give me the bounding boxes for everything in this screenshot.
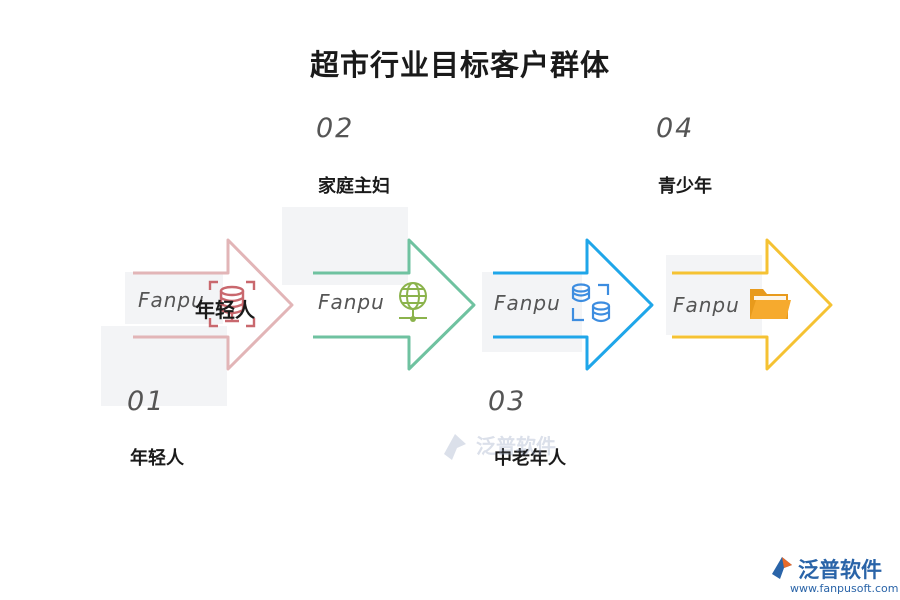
- fanpu-mark: Fanpu: [318, 290, 385, 314]
- step-number-04: 04: [656, 113, 695, 144]
- page-title: 超市行业目标客户群体: [309, 48, 610, 82]
- shade-block: [666, 255, 762, 335]
- arrow-01-shape: [133, 238, 294, 371]
- fanpu-mark: Fanpu: [138, 288, 205, 312]
- step-label-04: 青少年: [658, 176, 712, 197]
- step-label-02: 家庭主妇: [318, 176, 390, 197]
- step-number-01: 01: [127, 386, 166, 417]
- arrow-03-shape: [493, 238, 654, 371]
- globe-network-icon: [399, 282, 427, 322]
- fanpu-mark: Fanpu: [673, 293, 740, 317]
- overlay-label: 年轻人: [195, 298, 255, 322]
- arrow-04-shape: [672, 238, 833, 371]
- database-frame-icon: [208, 280, 256, 328]
- brand-name: 泛普软件: [798, 558, 882, 582]
- step-label-03: 中老年人: [494, 448, 566, 469]
- shade-block: [101, 326, 227, 406]
- brand-url: www.fanpusoft.com: [790, 582, 899, 595]
- fanpu-logo-icon: [772, 557, 792, 579]
- database-sync-icon: [571, 283, 611, 323]
- step-label-01: 年轻人: [130, 448, 184, 469]
- center-watermark-text: 泛普软件: [476, 434, 556, 458]
- step-number-03: 03: [488, 386, 527, 417]
- center-watermark: 泛普软件: [438, 430, 556, 468]
- fanpu-logo-icon: [444, 434, 466, 460]
- step-number-02: 02: [316, 113, 355, 144]
- shade-block: [482, 272, 582, 352]
- fanpu-mark: Fanpu: [494, 291, 561, 315]
- arrow-02-shape: [313, 238, 476, 371]
- shade-block: [125, 272, 223, 324]
- folder-icon: [750, 289, 791, 319]
